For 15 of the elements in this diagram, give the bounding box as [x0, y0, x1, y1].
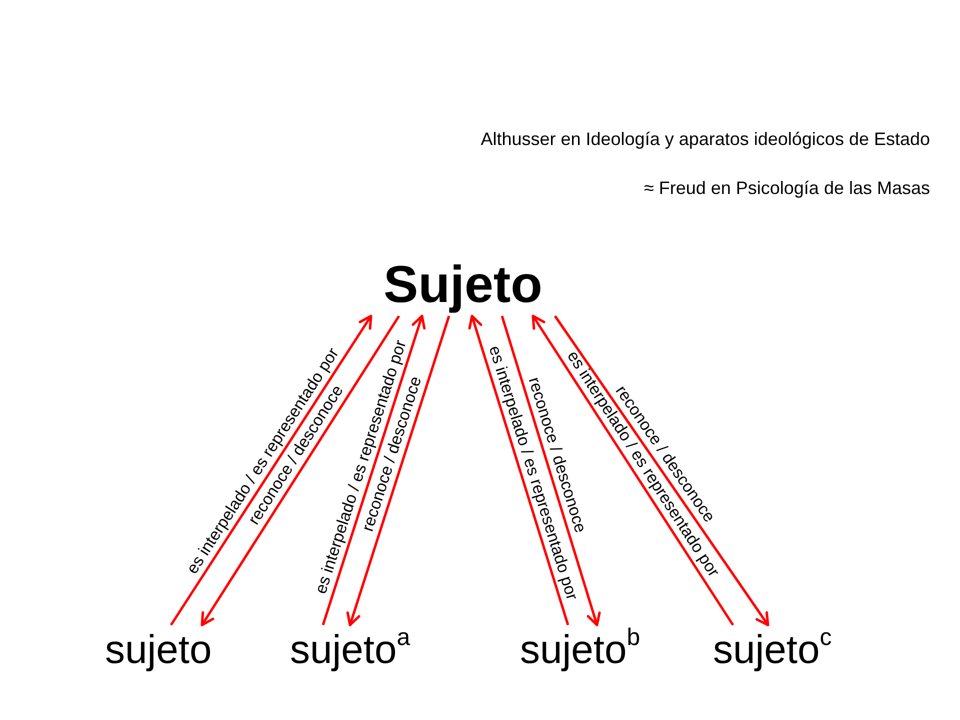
node-label: sujeto: [105, 627, 212, 673]
arrow: [170, 314, 372, 626]
node-label: sujeto$^{c}$: [713, 627, 832, 673]
node-label: sujeto$^{b}$: [520, 627, 640, 673]
arrow: [346, 316, 450, 626]
arrow: [200, 315, 400, 626]
node-label: Sujeto: [370, 256, 556, 314]
arrow: [468, 314, 570, 626]
arrow: [554, 315, 770, 626]
node-label: sujeto$^{a}$: [290, 627, 410, 673]
note-text: Althusser en Ideología y aparatos ideológicos de Estado: [480, 129, 930, 151]
arrow: [500, 316, 601, 626]
note-text: ≈ Freud en Psicología de las Masas: [644, 178, 930, 200]
arrow: [322, 314, 426, 626]
arrow: [532, 314, 734, 626]
